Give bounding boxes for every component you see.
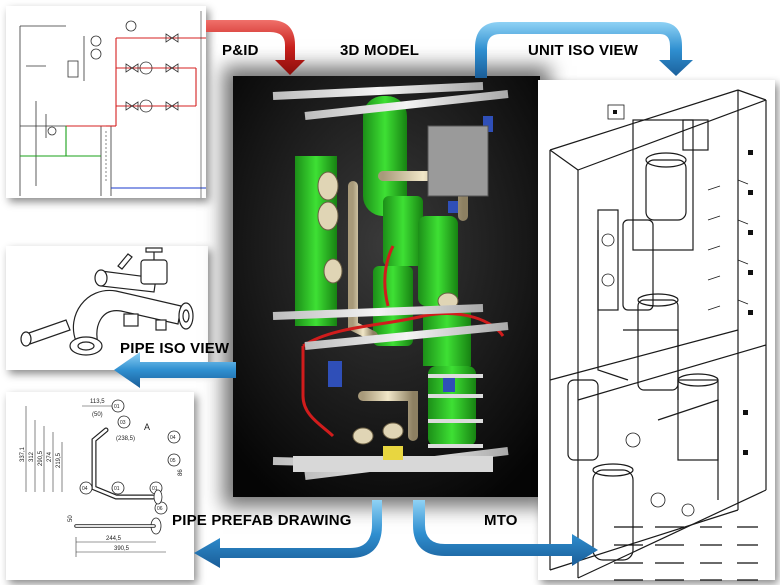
model-3d-render xyxy=(233,76,540,497)
dim-bot2: 390,5 xyxy=(114,546,130,552)
model-3d-panel xyxy=(233,76,540,497)
label-pid: P&ID xyxy=(222,42,259,59)
dim-219: 219,5 xyxy=(56,452,62,468)
balloon-2: 03 xyxy=(120,420,126,426)
dim-238: (238,5) xyxy=(116,436,135,442)
unit-iso-drawing xyxy=(549,89,767,579)
arrow-model-to-prefab xyxy=(194,500,382,568)
balloon-1: 01 xyxy=(114,404,120,410)
dim-bot1: 244,5 xyxy=(106,536,122,542)
prefab-drawing: 337,1 312 290,5 274 219,5 113,5 (50) (23… xyxy=(20,399,184,557)
label-pipe-iso: PIPE ISO VIEW xyxy=(120,340,230,357)
dim-86: 86 xyxy=(178,469,184,476)
pipe-iso-drawing xyxy=(20,247,194,356)
dim-top: 113,5 xyxy=(90,399,105,405)
dim-337: 337,1 xyxy=(20,446,26,462)
label-unit-iso: UNIT ISO VIEW xyxy=(528,42,639,59)
dim-side: 50 xyxy=(68,515,74,522)
unit-iso-panel xyxy=(538,80,775,580)
balloon-7: 01 xyxy=(152,486,158,492)
dim-290: 290,5 xyxy=(38,450,44,466)
balloon-4: 04 xyxy=(170,435,176,441)
balloon-6: 04 xyxy=(82,486,88,492)
label-3d-model: 3D MODEL xyxy=(340,42,420,59)
label-mto: MTO xyxy=(484,512,518,529)
pid-schematic xyxy=(19,11,206,198)
dim-50: (50) xyxy=(92,412,103,418)
balloon-8: 06 xyxy=(157,506,163,512)
prefab-panel: 337,1 312 290,5 274 219,5 113,5 (50) (23… xyxy=(6,392,194,580)
prefab-labels: 337,1 312 290,5 274 219,5 113,5 (50) (23… xyxy=(20,399,184,552)
callout-a: A xyxy=(144,422,150,432)
dim-312: 312 xyxy=(29,451,35,462)
balloon-5: 05 xyxy=(170,458,176,464)
pid-panel xyxy=(6,6,206,198)
balloon-3: 01 xyxy=(114,486,120,492)
dim-274: 274 xyxy=(47,451,53,462)
pipe-iso-panel xyxy=(6,246,208,370)
label-prefab: PIPE PREFAB DRAWING xyxy=(172,512,352,529)
